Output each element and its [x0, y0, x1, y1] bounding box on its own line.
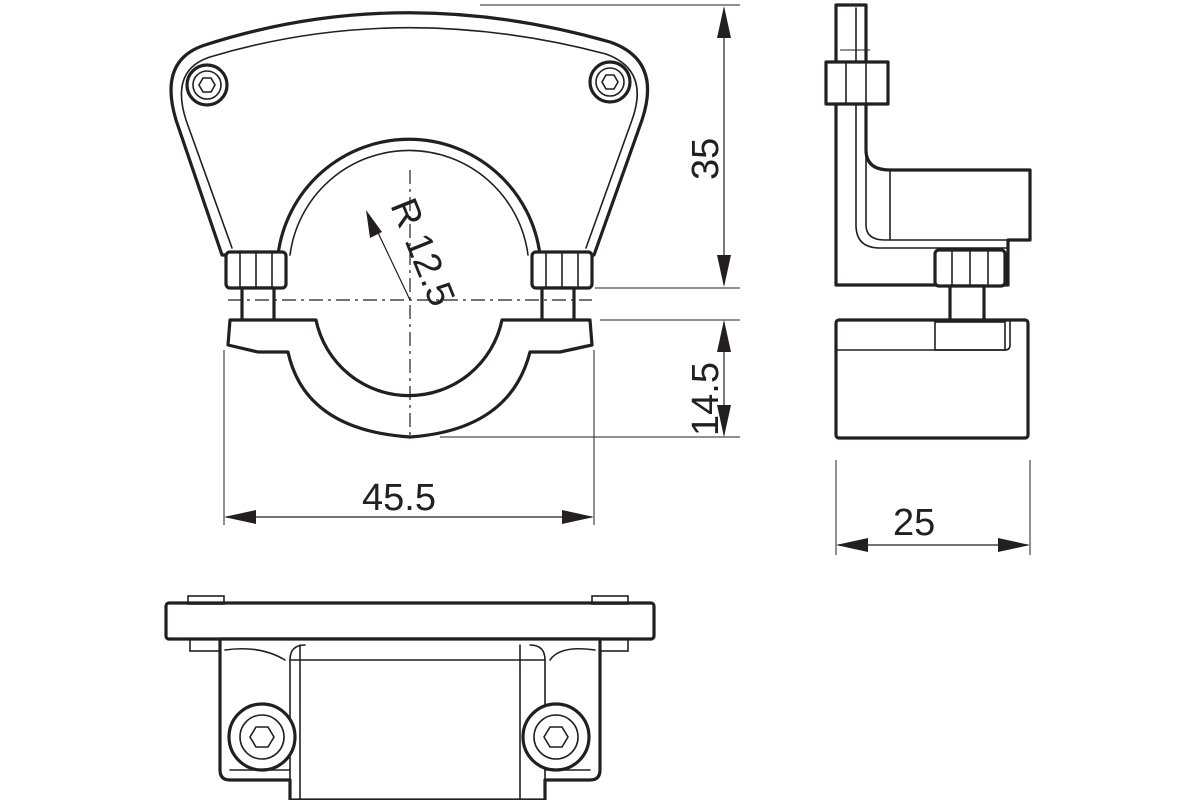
top-view: [164, 595, 656, 800]
radius-label: R 12.5: [382, 193, 463, 313]
top-body: [218, 637, 602, 800]
radius-arrow: [366, 210, 382, 238]
front-bolt-left: [240, 286, 276, 324]
dim-35-label: 35: [685, 138, 727, 180]
front-upper-plate-inner: [180, 26, 639, 249]
side-bracket: [834, 3, 1032, 287]
top-hex-screw-left-icon: [227, 702, 297, 772]
front-dimensions: 35 14.5 45.5: [223, 4, 740, 525]
front-hex-screw-left-icon: [185, 63, 229, 107]
front-bolt-right: [540, 286, 576, 324]
side-top-screw: [824, 60, 890, 106]
front-hex-screw-right-icon: [588, 60, 632, 104]
front-view: R 12.5: [169, 11, 650, 440]
top-plate: [164, 601, 656, 641]
top-hex-screw-right-icon: [521, 702, 591, 772]
dim-14-5-label: 14.5: [685, 362, 727, 436]
side-lower-block: [834, 318, 1030, 440]
front-upper-plate: [169, 11, 650, 257]
front-upper-arc-inner: [289, 149, 529, 256]
side-view: [824, 3, 1032, 440]
side-bolt: [948, 284, 986, 324]
dim-25-label: 25: [893, 502, 935, 544]
dim-45-5-label: 45.5: [362, 477, 436, 519]
side-dimensions: 25: [835, 460, 1031, 555]
